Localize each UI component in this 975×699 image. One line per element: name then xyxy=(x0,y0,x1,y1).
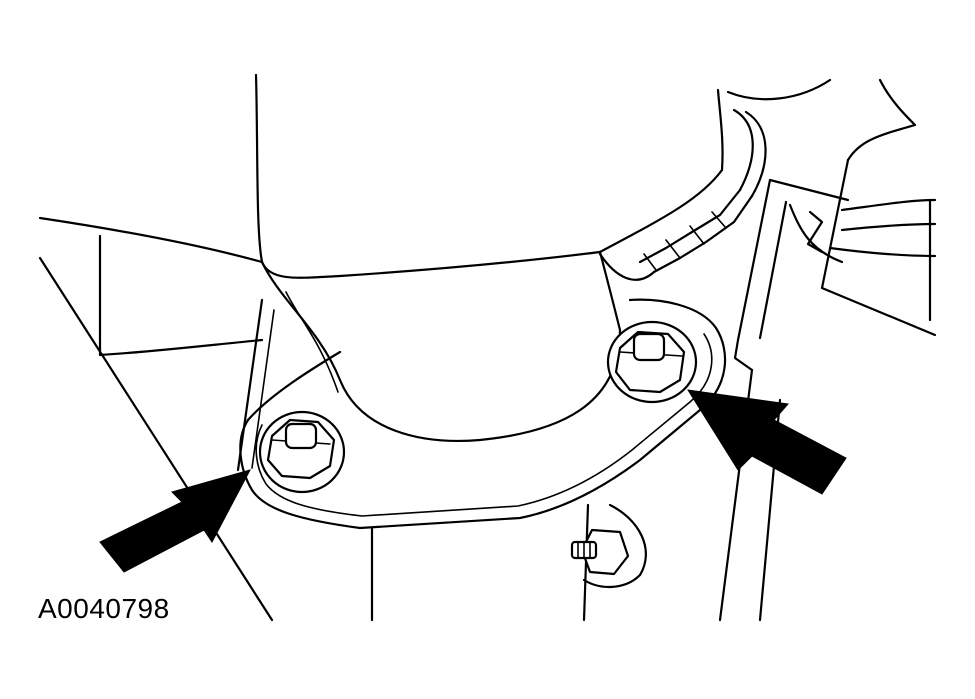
left-housing xyxy=(38,216,275,622)
right-bracket xyxy=(718,78,937,622)
exhaust-pipe-body xyxy=(254,73,724,442)
sensor-wire xyxy=(598,78,832,281)
left-callout-arrow xyxy=(99,469,251,573)
figure-reference-code: A0040798 xyxy=(38,593,170,624)
right-flange-nut xyxy=(606,320,698,404)
right-callout-arrow xyxy=(687,389,847,495)
lower-stud-nut xyxy=(570,528,630,576)
exhaust-flange-plate xyxy=(239,298,727,530)
left-flange-nut xyxy=(258,410,346,494)
